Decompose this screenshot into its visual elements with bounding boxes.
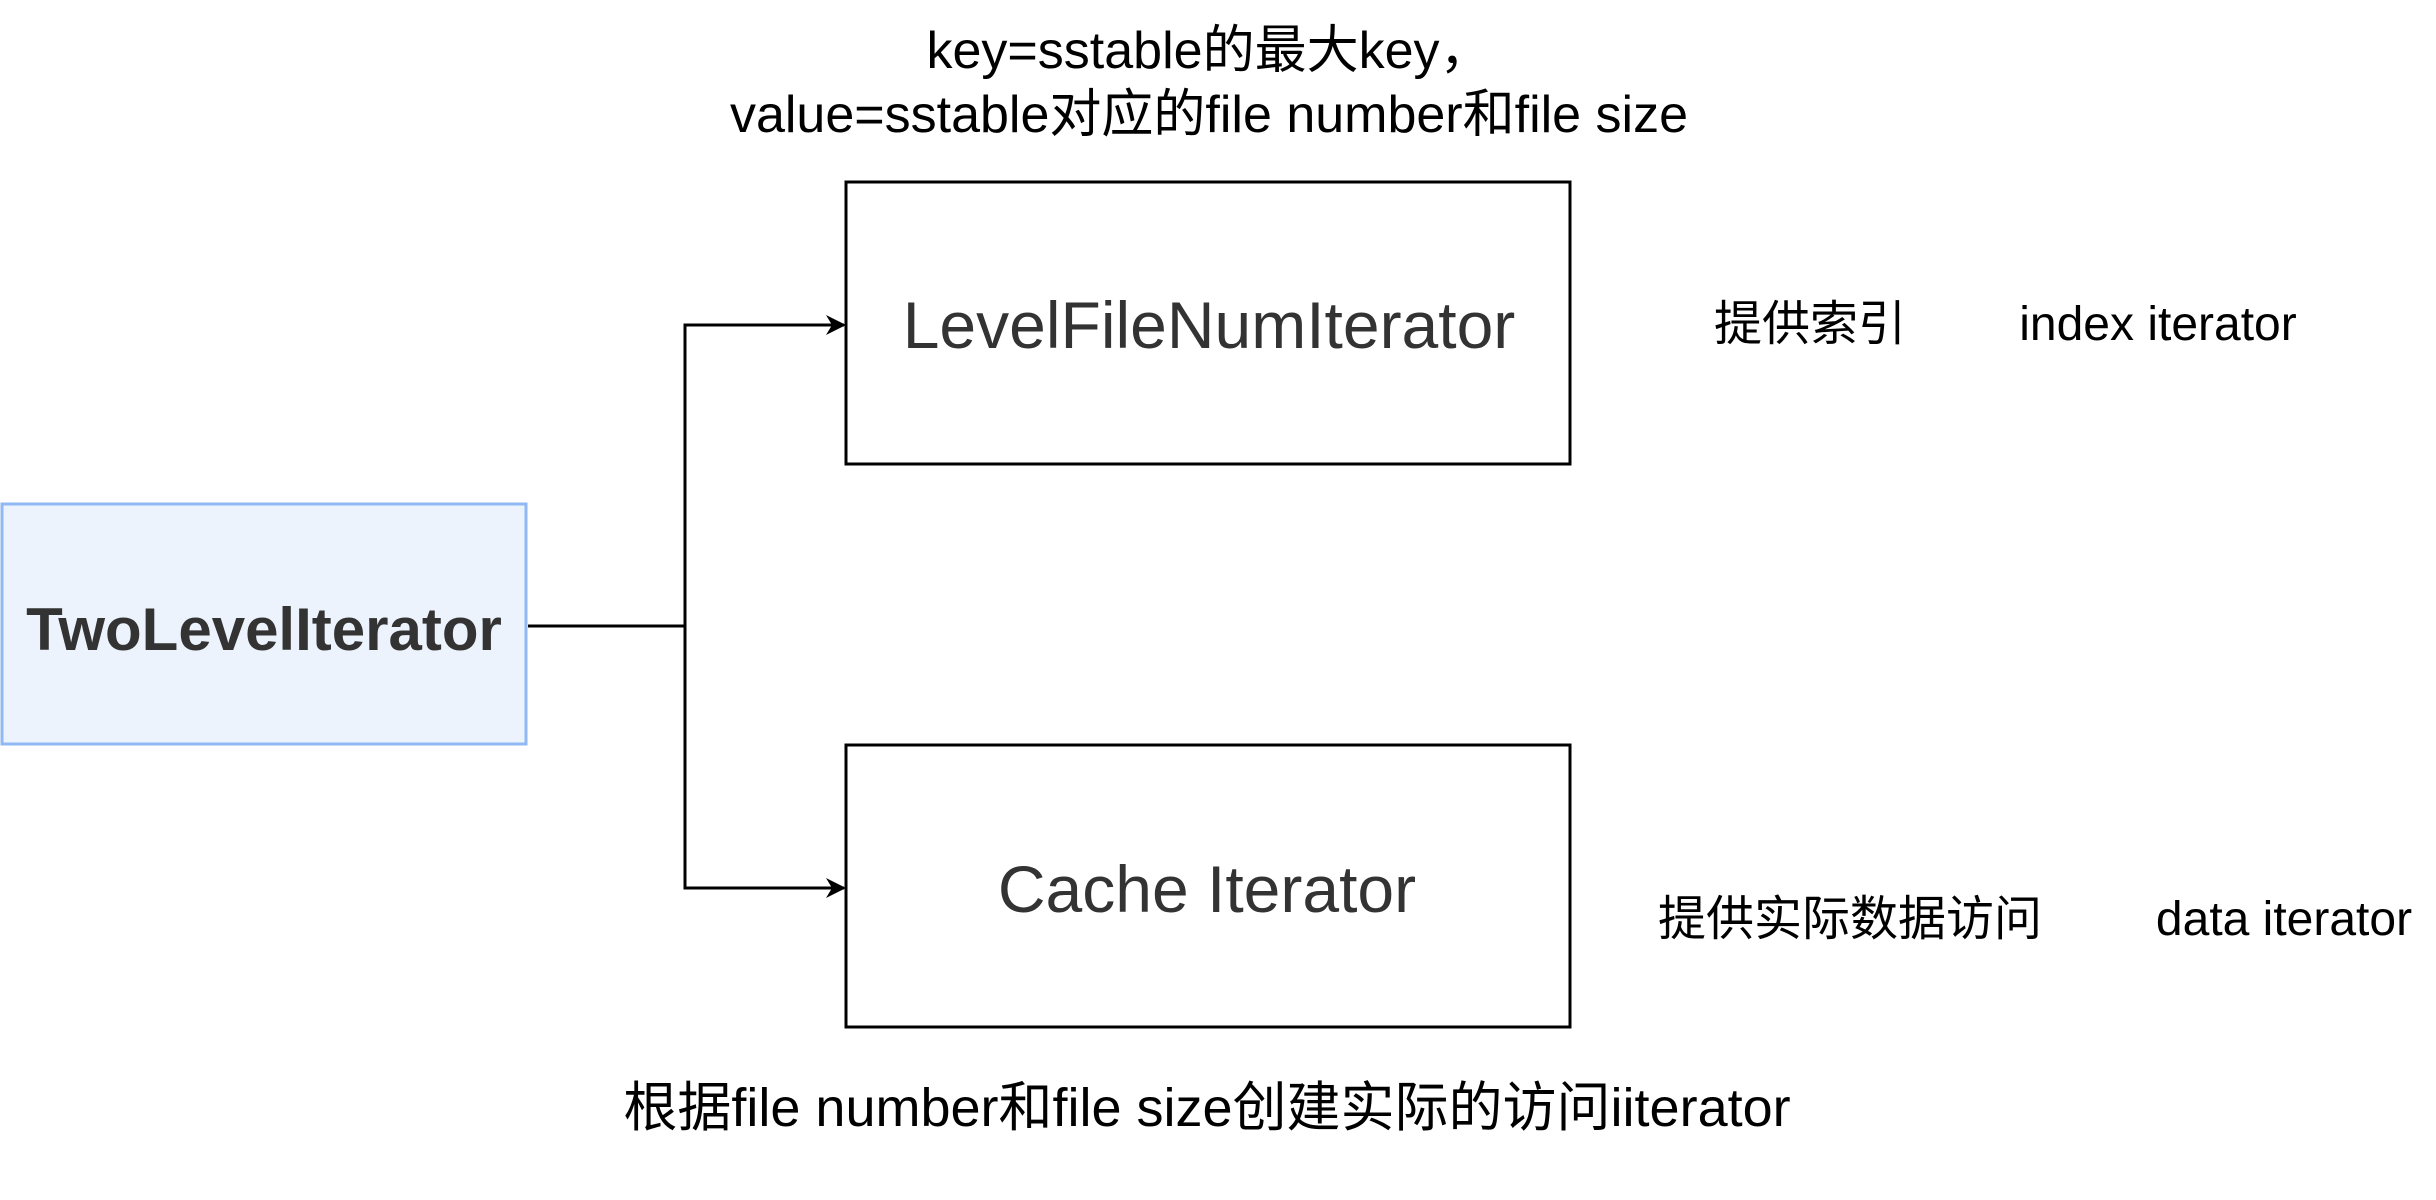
index-role-cn-label: 提供索引 <box>1714 298 1906 351</box>
level-file-num-iterator-box <box>844 180 1572 466</box>
top-note-line1: key=sstable的最大key， <box>927 22 1492 80</box>
two-level-iterator-label: TwoLevelIterator <box>26 596 502 663</box>
top-note-line2: value=sstable对应的file number和file size <box>730 86 1688 144</box>
cache-iterator-box <box>844 743 1572 1029</box>
cache-iterator-label: Cache Iterator <box>998 852 1416 926</box>
data-role-en-label: data iterator <box>2156 893 2412 946</box>
data-role-cn-label: 提供实际数据访问 <box>1658 893 2042 946</box>
arrow-to-cache-iterator <box>683 626 846 898</box>
bottom-note: 根据file number和file size创建实际的访问iiterator <box>623 1078 1790 1138</box>
arrow-to-index-iterator <box>683 315 846 626</box>
two-level-iterator-box <box>0 502 528 746</box>
index-role-en-label: index iterator <box>2019 298 2296 351</box>
level-file-num-iterator-label: LevelFileNumIterator <box>903 288 1516 362</box>
